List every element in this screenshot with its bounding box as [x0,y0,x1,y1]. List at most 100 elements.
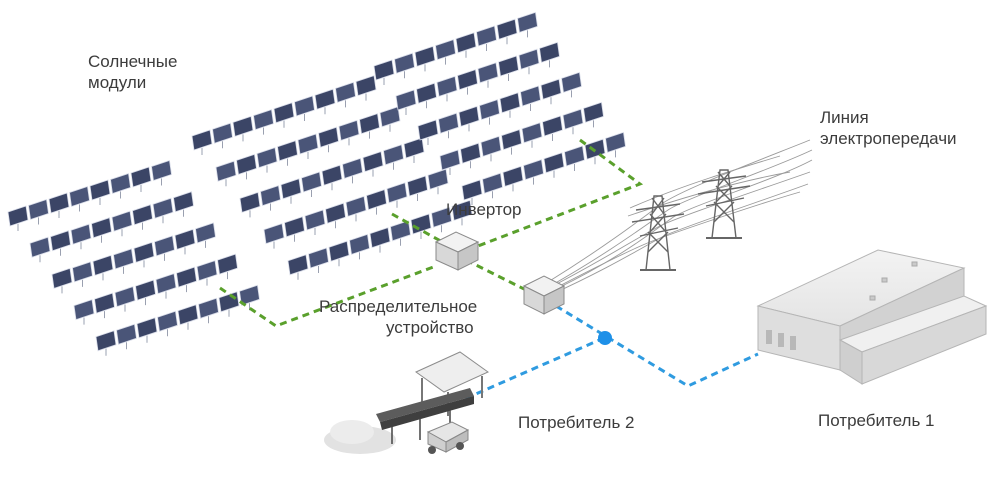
solar-panel [50,230,71,252]
solar-panel [407,175,428,197]
solar-panel [301,171,322,193]
solar-panel [461,179,483,201]
solar-panel [151,159,172,182]
solar-panel [198,297,219,319]
solar-panel [132,204,153,226]
solar-panel [366,189,387,211]
dc-cables [219,138,644,328]
solar-panel [195,222,216,244]
inverter-box [434,231,480,271]
solar-panel [359,113,380,135]
solar-panel [253,109,274,131]
solar-panel [232,115,254,137]
solar-panel [436,75,458,97]
solar-panel [520,85,541,107]
solar-panel [458,105,480,127]
solar-panel [410,213,432,235]
solar-panel [130,166,152,188]
solar-panel [110,172,131,195]
solar-panel [435,39,456,61]
label-distribution-device: Распределительное устройство [319,296,477,338]
solar-panel [177,304,199,326]
solar-panel [239,191,261,213]
label-solar-modules: Солнечные модули [88,51,177,93]
solar-panel [460,142,481,164]
solar-panel [564,145,585,167]
solar-panel [335,81,356,103]
solar-panel [91,217,112,239]
solar-panel [476,25,497,47]
solar-panel [501,129,522,151]
solar-panel [157,310,178,332]
solar-panel [89,179,111,201]
solar-panel [135,279,156,301]
solar-panel [294,95,315,117]
solar-panel [543,152,565,174]
solar-panel [236,153,257,175]
solar-panel [521,122,543,144]
solar-panel [308,247,329,269]
label-distribution-line1: Распределительное [319,297,478,316]
solar-array-middle [191,75,473,280]
solar-panel [502,165,524,187]
solar-panel [111,210,133,232]
solar-panel [561,71,582,93]
label-power-line-line2: электропередачи [820,129,957,148]
solar-panel [517,11,538,33]
solar-panel [431,206,452,228]
solar-panel [540,78,562,100]
solar-panel [562,108,584,130]
solar-panel [174,228,196,250]
label-power-line-line1: Линия [820,108,869,127]
solar-panel [451,199,473,221]
solar-panel [499,92,521,114]
label-distribution-line2: устройство [386,318,474,337]
solar-panel [215,160,237,182]
solar-panel [69,185,90,208]
solar-panel [70,223,92,245]
solar-panel [416,82,437,104]
solar-panel [414,45,436,67]
solar-panel [479,99,500,121]
solar-panel [51,267,73,289]
solar-panel [369,227,391,249]
solar-panel [523,159,544,181]
solar-panel [314,88,336,110]
solar-panel [260,185,281,207]
solar-panel [28,198,49,221]
solar-panel [218,291,240,313]
solar-panel [427,168,449,190]
solar-panel [92,254,114,276]
solar-panel [48,192,70,214]
solar-panel [349,233,370,255]
power-line-wires [539,139,813,297]
solar-panel [605,131,626,153]
solar-panel [72,261,93,283]
solar-panel [113,248,134,270]
solar-panel [7,205,29,227]
solar-panel [542,115,563,137]
solar-panel [114,286,136,308]
solar-panel [280,178,302,200]
solar-panel [154,235,175,257]
solar-panel [297,133,319,155]
solar-panel [116,323,137,345]
solar-panel [345,195,367,217]
junction-node [598,331,612,345]
solar-panel [395,89,417,111]
solar-array-left [7,159,260,356]
solar-panel [273,102,295,124]
solar-panel [217,253,238,275]
solar-panel [176,266,197,288]
ac-cables [461,304,759,402]
solar-panel [373,59,395,81]
solar-panel [212,122,233,144]
label-inverter: Инвертор [446,200,522,219]
solar-panel [496,18,518,40]
power-tower-2 [697,169,751,239]
solar-panel [362,151,384,173]
solar-panel [304,209,326,231]
solar-panel [318,126,339,148]
solar-panel [196,260,218,282]
